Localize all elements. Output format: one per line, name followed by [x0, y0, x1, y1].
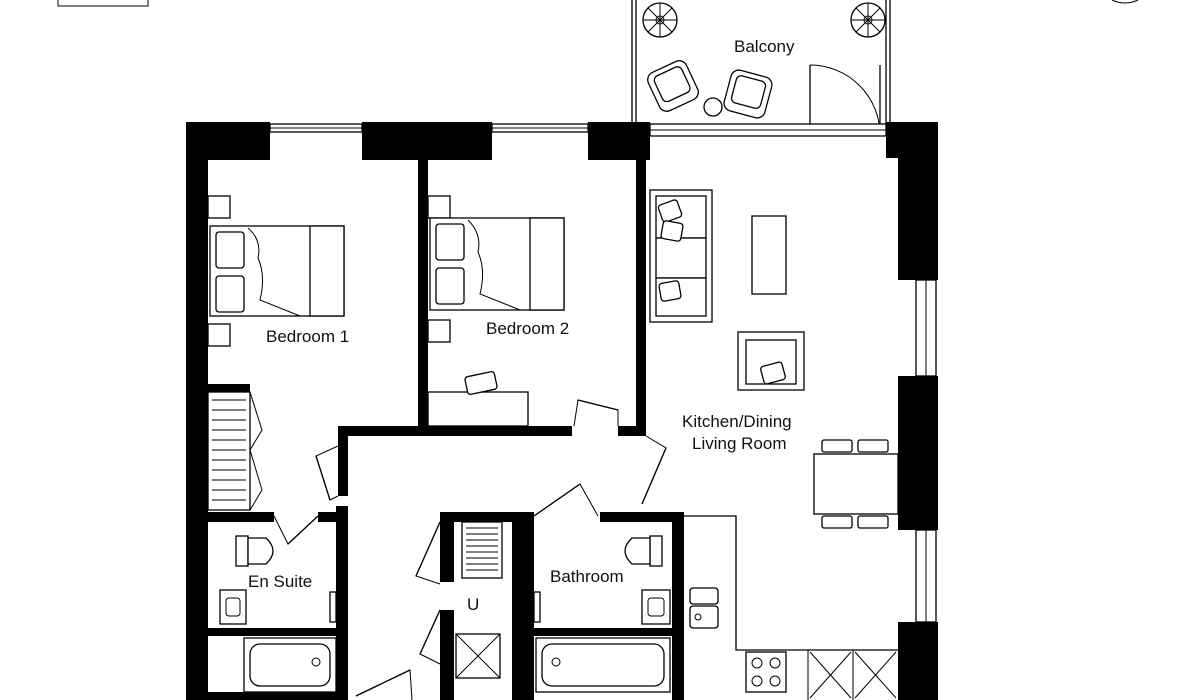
toilet-icon: [235, 535, 274, 567]
window-icon: [491, 123, 589, 133]
sofa-icon: [649, 189, 713, 323]
door-swing-icon: [641, 435, 667, 505]
bathtub-icon: [535, 637, 671, 693]
bed-icon: [209, 225, 345, 317]
armchair-icon: [647, 60, 699, 112]
bed-icon: [429, 217, 565, 311]
door-swing-icon: [415, 521, 441, 585]
bedside-table-icon: [207, 195, 231, 347]
kitchen-counter-icon: [684, 515, 898, 700]
door-swing-icon: [573, 399, 619, 427]
room-label-kitchen-dining: Kitchen/Dining: [682, 412, 792, 431]
towel-rail-icon: [329, 591, 337, 623]
coffee-table-icon: [751, 215, 787, 295]
room-label-bathroom: Bathroom: [550, 567, 624, 586]
room-label-balcony: Balcony: [734, 37, 795, 56]
plant-icon: [850, 2, 886, 38]
toilet-icon: [624, 535, 663, 567]
room-label-utility: U: [467, 595, 479, 614]
walls: [186, 122, 938, 700]
window-icon: [915, 529, 937, 623]
door-swing-icon: [809, 64, 881, 136]
boiler-icon: [455, 633, 501, 679]
room-label-bedroom-1: Bedroom 1: [266, 327, 349, 346]
room-label-bedroom-2: Bedroom 2: [486, 319, 569, 338]
sink-icon: [689, 587, 719, 629]
window-icon: [649, 123, 887, 137]
wardrobe-icon: [207, 391, 263, 511]
plant-icon: [642, 2, 678, 38]
window-icon: [915, 279, 937, 377]
armchair-icon: [723, 69, 773, 119]
bedside-table-icon: [427, 195, 451, 343]
room-label-en-suite: En Suite: [248, 572, 312, 591]
door-swing-icon: [533, 483, 599, 517]
room-label-living-room: Living Room: [692, 434, 787, 453]
armchair-icon: [737, 331, 805, 391]
towel-rail-icon: [533, 591, 541, 623]
hob-icon: [745, 651, 787, 693]
door-swing-icon: [273, 515, 319, 545]
door-swing-icon: [419, 609, 441, 665]
desk-icon: [427, 370, 529, 427]
bathtub-icon: [243, 637, 337, 693]
window-icon: [269, 123, 363, 133]
sink-icon: [641, 589, 671, 625]
door-swing-icon: [315, 445, 339, 501]
frame-corner: [57, 0, 149, 7]
door-swing-icon: [355, 669, 413, 700]
dining-table-icon: [813, 439, 899, 529]
sink-icon: [219, 589, 247, 625]
side-table-icon: [703, 97, 723, 117]
wardrobe-icon: [461, 521, 503, 579]
compass-partial: [1111, 0, 1139, 4]
